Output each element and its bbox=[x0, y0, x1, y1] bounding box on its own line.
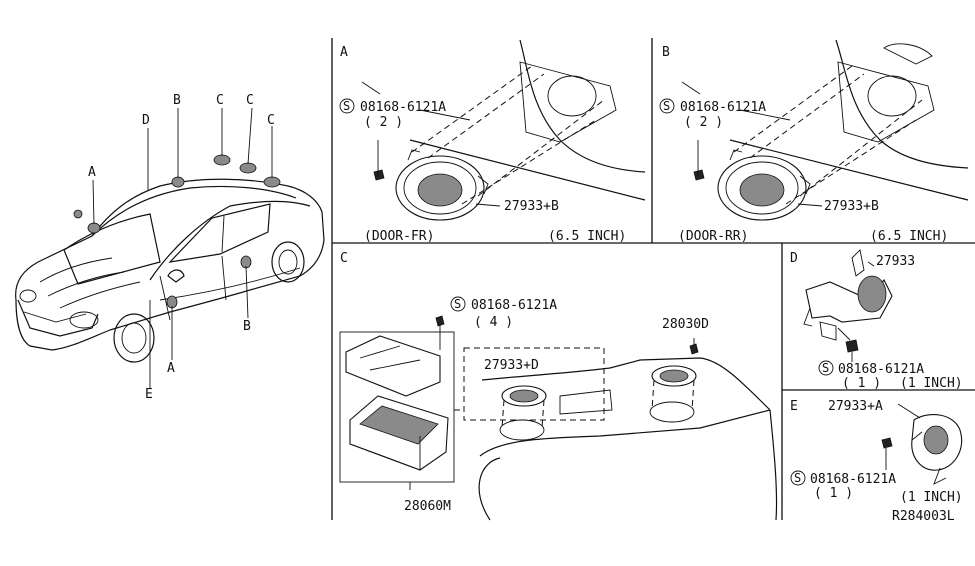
panel-d-bolt-symbol: S bbox=[818, 360, 834, 376]
panel-d-speaker-part: 27933 bbox=[876, 254, 915, 269]
panel-b-bolt-symbol: S bbox=[659, 98, 675, 114]
panel-c-amp-part: 28060M bbox=[404, 499, 451, 514]
svg-text:S: S bbox=[663, 99, 670, 113]
svg-text:S: S bbox=[794, 471, 801, 485]
panel-frames bbox=[331, 38, 975, 520]
panel-c-letter: C bbox=[340, 251, 348, 266]
callout-c-3: C bbox=[267, 113, 275, 128]
callout-a-top: A bbox=[88, 165, 96, 180]
callout-b-bottom: B bbox=[243, 319, 251, 334]
panel-c-speaker-part: 27933+D bbox=[484, 358, 539, 373]
panel-a-speaker-part: 27933+B bbox=[504, 199, 559, 214]
panel-e-speaker-part: 27933+A bbox=[828, 399, 883, 414]
panel-e-bolt-qty: ( 1 ) bbox=[814, 486, 853, 501]
panel-e-bolt-part: 08168-6121A bbox=[810, 472, 896, 487]
panel-a-bolt-qty: ( 2 ) bbox=[364, 115, 403, 130]
diagram-code: R284003L bbox=[892, 509, 955, 524]
panel-b-speaker-part: 27933+B bbox=[824, 199, 879, 214]
svg-text:S: S bbox=[343, 99, 350, 113]
callout-b-top: B bbox=[173, 93, 181, 108]
panel-a-drawing bbox=[361, 39, 646, 221]
panel-c-bolt-qty: ( 4 ) bbox=[474, 315, 513, 330]
panel-d-bolt-qty: ( 1 ) bbox=[842, 376, 881, 391]
panel-c-bolt-part: 08168-6121A bbox=[471, 298, 557, 313]
callout-c-1: C bbox=[216, 93, 224, 108]
panel-a-bolt-symbol: S bbox=[339, 98, 355, 114]
callout-a-bottom: A bbox=[167, 361, 175, 376]
panel-c-clip-part: 28030D bbox=[662, 317, 709, 332]
panel-d-bolt-part: 08168-6121A bbox=[838, 362, 924, 377]
panel-e-letter: E bbox=[790, 399, 798, 414]
panel-b-size: (6.5 INCH) bbox=[870, 229, 948, 244]
panel-b-bolt-part: 08168-6121A bbox=[680, 100, 766, 115]
panel-b-location: (DOOR-RR) bbox=[678, 229, 748, 244]
panel-e-bolt-symbol: S bbox=[790, 470, 806, 486]
panel-e-size: (1 INCH) bbox=[900, 490, 963, 505]
panel-b-letter: B bbox=[662, 45, 670, 60]
callout-c-2: C bbox=[246, 93, 254, 108]
panel-d-letter: D bbox=[790, 251, 798, 266]
panel-a-location: (DOOR-FR) bbox=[364, 229, 434, 244]
panel-c-bolt-symbol: S bbox=[450, 296, 466, 312]
panel-c-drawing bbox=[339, 315, 778, 521]
panel-a-letter: A bbox=[340, 45, 348, 60]
svg-text:S: S bbox=[822, 361, 829, 375]
panel-b-bolt-qty: ( 2 ) bbox=[684, 115, 723, 130]
panel-a-bolt-part: 08168-6121A bbox=[360, 100, 446, 115]
panel-d-size: (1 INCH) bbox=[900, 376, 963, 391]
car-illustration bbox=[15, 107, 325, 388]
panel-e-drawing bbox=[881, 403, 962, 485]
callout-e: E bbox=[145, 387, 153, 402]
panel-a-size: (6.5 INCH) bbox=[548, 229, 626, 244]
panel-b-drawing bbox=[681, 39, 969, 221]
panel-d-drawing bbox=[803, 249, 893, 362]
callout-d: D bbox=[142, 113, 150, 128]
svg-text:S: S bbox=[454, 297, 461, 311]
